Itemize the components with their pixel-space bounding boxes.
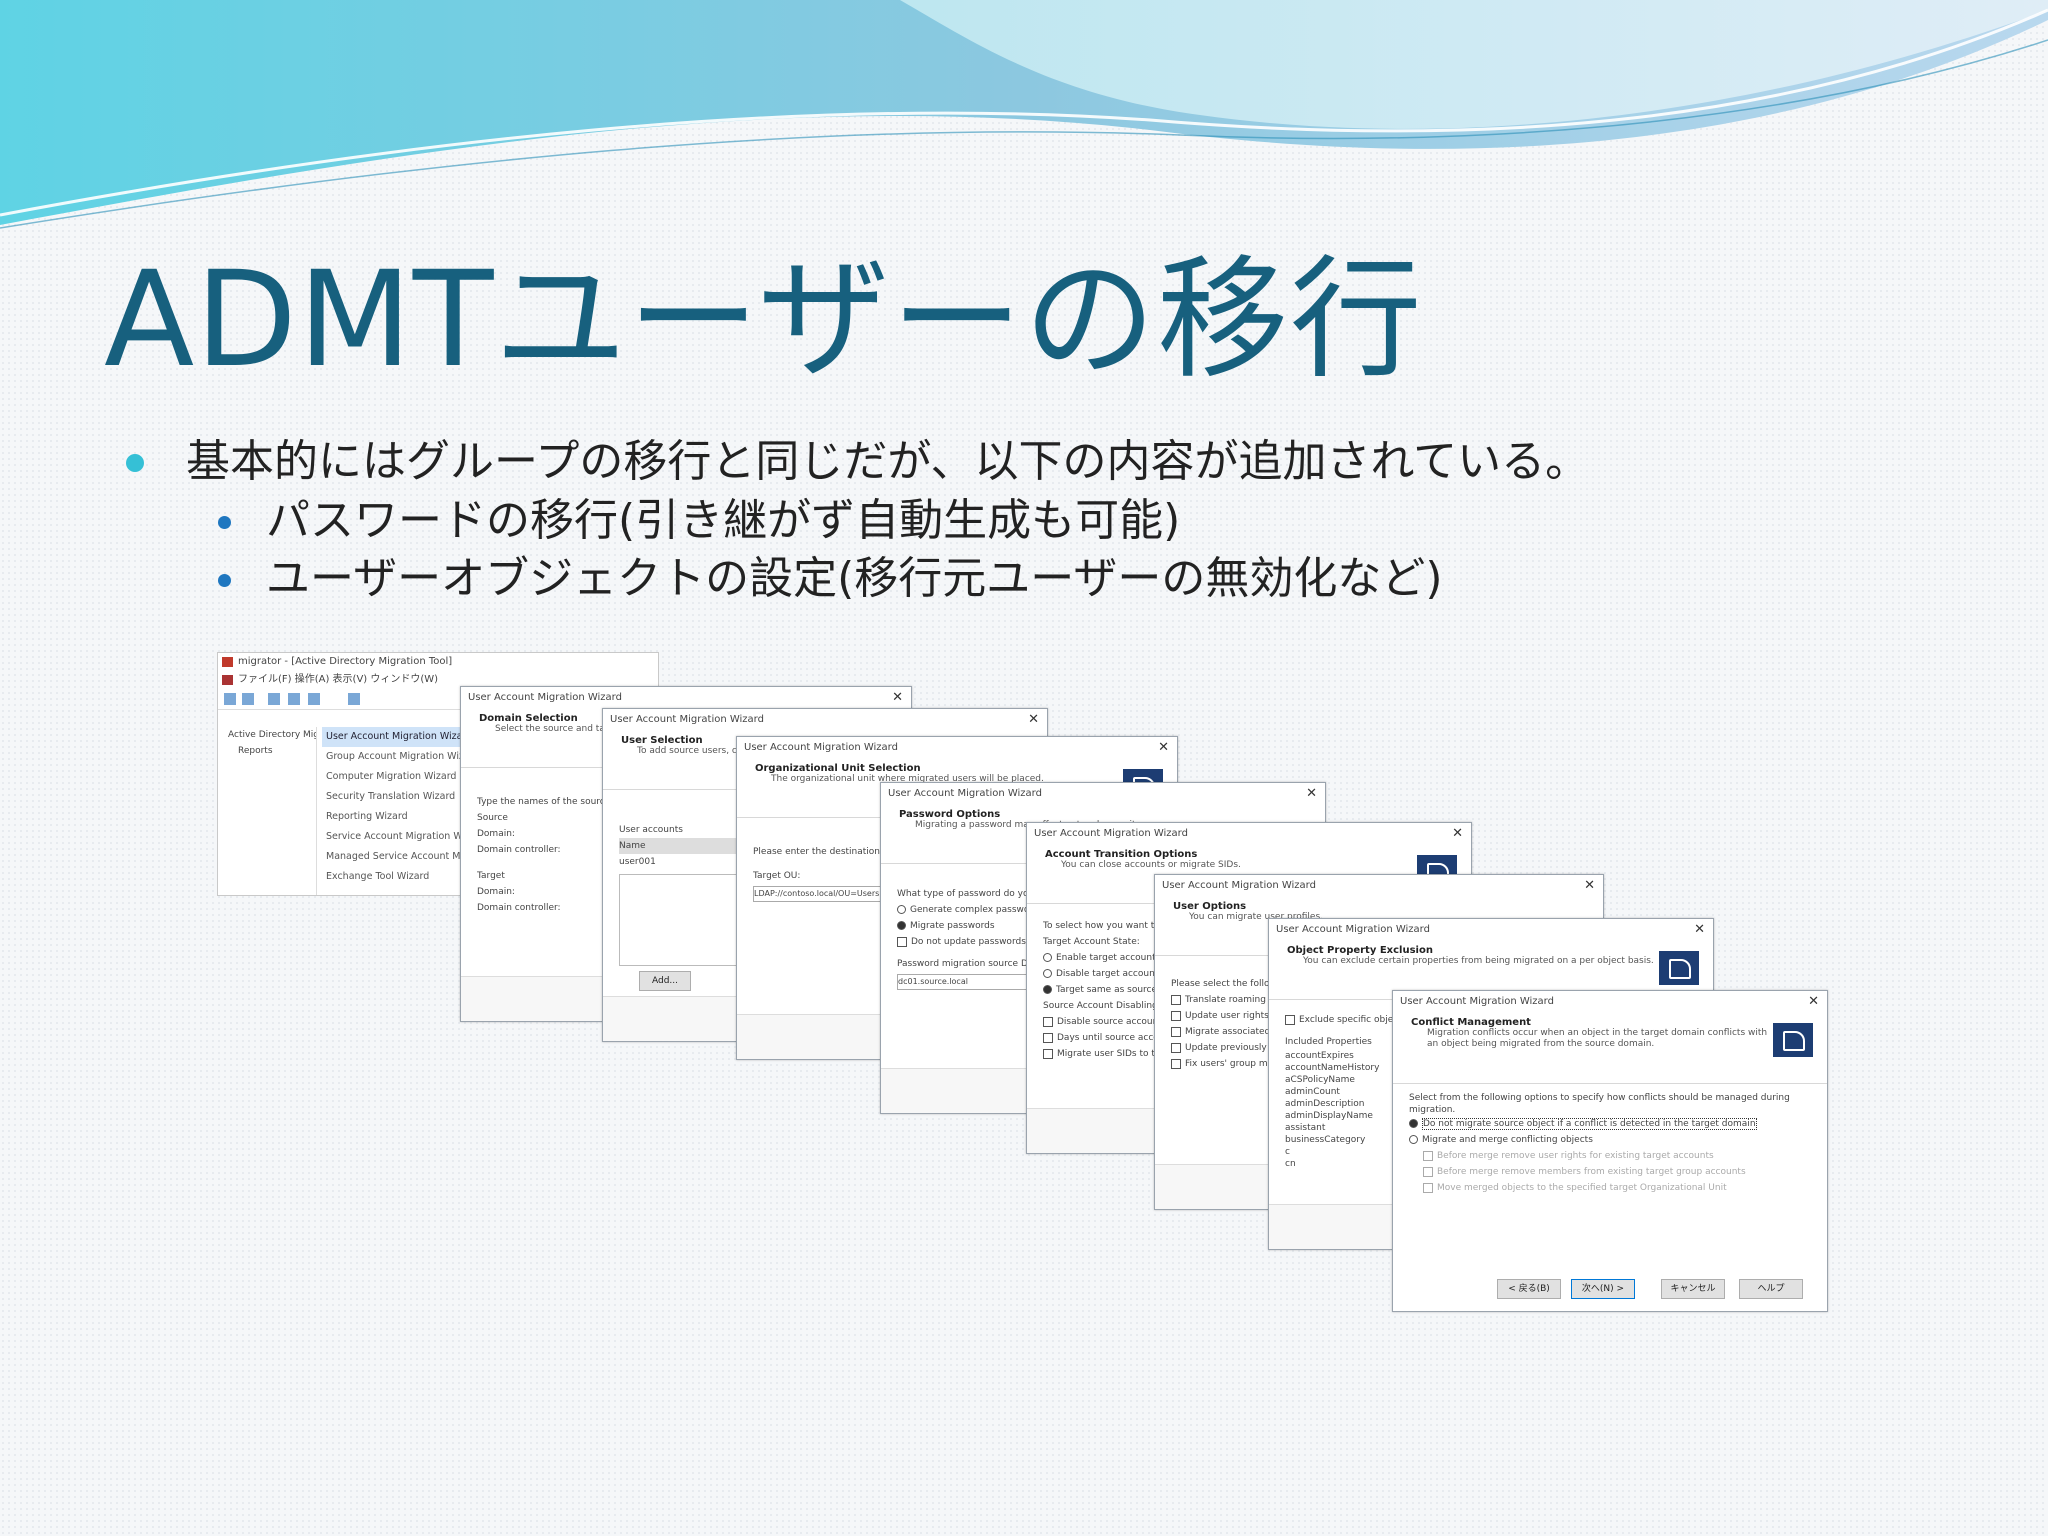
export-icon[interactable] xyxy=(308,693,320,705)
refresh-icon[interactable] xyxy=(288,693,300,705)
toolbar xyxy=(218,689,658,710)
checkbox-icon xyxy=(1171,1058,1181,1069)
tree-item[interactable]: Active Directory Migration Tool xyxy=(228,730,316,740)
wizard-conflict-management: User Account Migration Wizard✕ Conflict … xyxy=(1392,990,1828,1312)
bullet-dot-icon xyxy=(218,516,231,529)
menu-bar[interactable]: ファイル(F) 操作(A) 表示(V) ウィンドウ(W) xyxy=(218,671,658,689)
wizard-logo-icon xyxy=(1773,1023,1813,1057)
list-item[interactable]: Security Translation Wizard xyxy=(326,791,456,802)
close-icon[interactable]: ✕ xyxy=(1584,878,1595,893)
sub-bullet: パスワードの移行(引き継がず自動生成も可能) xyxy=(126,492,1589,550)
list-item[interactable]: Managed Service Account Migration Wizard xyxy=(326,851,533,862)
list-item[interactable]: Computer Migration Wizard xyxy=(326,771,457,782)
list-item[interactable]: Service Account Migration Wizard xyxy=(326,831,486,842)
bullet-dot-icon xyxy=(126,454,144,472)
next-button[interactable]: 次へ(N) > xyxy=(1571,1279,1635,1299)
checkbox-icon xyxy=(1171,1010,1181,1021)
sub-bullet: ユーザーオブジェクトの設定(移行元ユーザーの無効化など) xyxy=(126,550,1589,608)
close-icon[interactable]: ✕ xyxy=(1808,994,1819,1009)
radio-icon xyxy=(1043,953,1052,962)
close-icon[interactable]: ✕ xyxy=(1028,712,1039,727)
checkbox-icon xyxy=(1171,1026,1181,1037)
checkbox-icon xyxy=(1043,1032,1053,1043)
radio-icon xyxy=(1409,1119,1418,1128)
close-icon[interactable]: ✕ xyxy=(1694,922,1705,937)
header-wave xyxy=(0,0,2048,229)
bullet-dot-icon xyxy=(218,574,231,587)
back-button[interactable]: < 戻る(B) xyxy=(1497,1279,1561,1299)
help-button[interactable]: ヘルプ xyxy=(1739,1279,1803,1299)
close-icon[interactable]: ✕ xyxy=(1158,740,1169,755)
back-icon[interactable] xyxy=(224,693,236,705)
radio-icon xyxy=(1409,1135,1418,1144)
list-item[interactable]: Group Account Migration Wizard xyxy=(326,751,480,762)
radio-icon xyxy=(897,905,906,914)
checkbox-icon xyxy=(897,936,907,947)
window-title: migrator - [Active Directory Migration T… xyxy=(218,653,658,671)
checkbox-icon xyxy=(1043,1016,1053,1027)
checkbox-icon xyxy=(1423,1150,1433,1161)
add-button[interactable]: Add... xyxy=(639,971,691,991)
view-icon[interactable] xyxy=(268,693,280,705)
slide-title: ADMTユーザーの移行 xyxy=(104,243,1423,397)
checkbox-icon xyxy=(1285,1014,1295,1025)
tree-item[interactable]: Reports xyxy=(238,746,273,756)
bullet-list: 基本的にはグループの移行と同じだが、以下の内容が追加されている。 パスワードの移… xyxy=(126,432,1589,608)
checkbox-icon xyxy=(1423,1166,1433,1177)
forward-icon[interactable] xyxy=(242,693,254,705)
radio-icon xyxy=(897,921,906,930)
checkbox-icon xyxy=(1171,994,1181,1005)
list-item[interactable]: Reporting Wizard xyxy=(326,811,408,822)
radio-icon xyxy=(1043,985,1052,994)
bullet-main: 基本的にはグループの移行と同じだが、以下の内容が追加されている。 xyxy=(126,432,1589,492)
checkbox-icon xyxy=(1423,1182,1433,1193)
help-icon[interactable] xyxy=(348,693,360,705)
close-icon[interactable]: ✕ xyxy=(892,690,903,705)
console-tree: Active Directory Migration Tool Reports xyxy=(218,727,317,895)
cancel-button[interactable]: キャンセル xyxy=(1661,1279,1725,1299)
checkbox-icon xyxy=(1171,1042,1181,1053)
checkbox-icon xyxy=(1043,1048,1053,1059)
close-icon[interactable]: ✕ xyxy=(1452,826,1463,841)
wizard-logo-icon xyxy=(1659,951,1699,985)
list-item[interactable]: Exchange Tool Wizard xyxy=(326,871,430,882)
close-icon[interactable]: ✕ xyxy=(1306,786,1317,801)
radio-icon xyxy=(1043,969,1052,978)
